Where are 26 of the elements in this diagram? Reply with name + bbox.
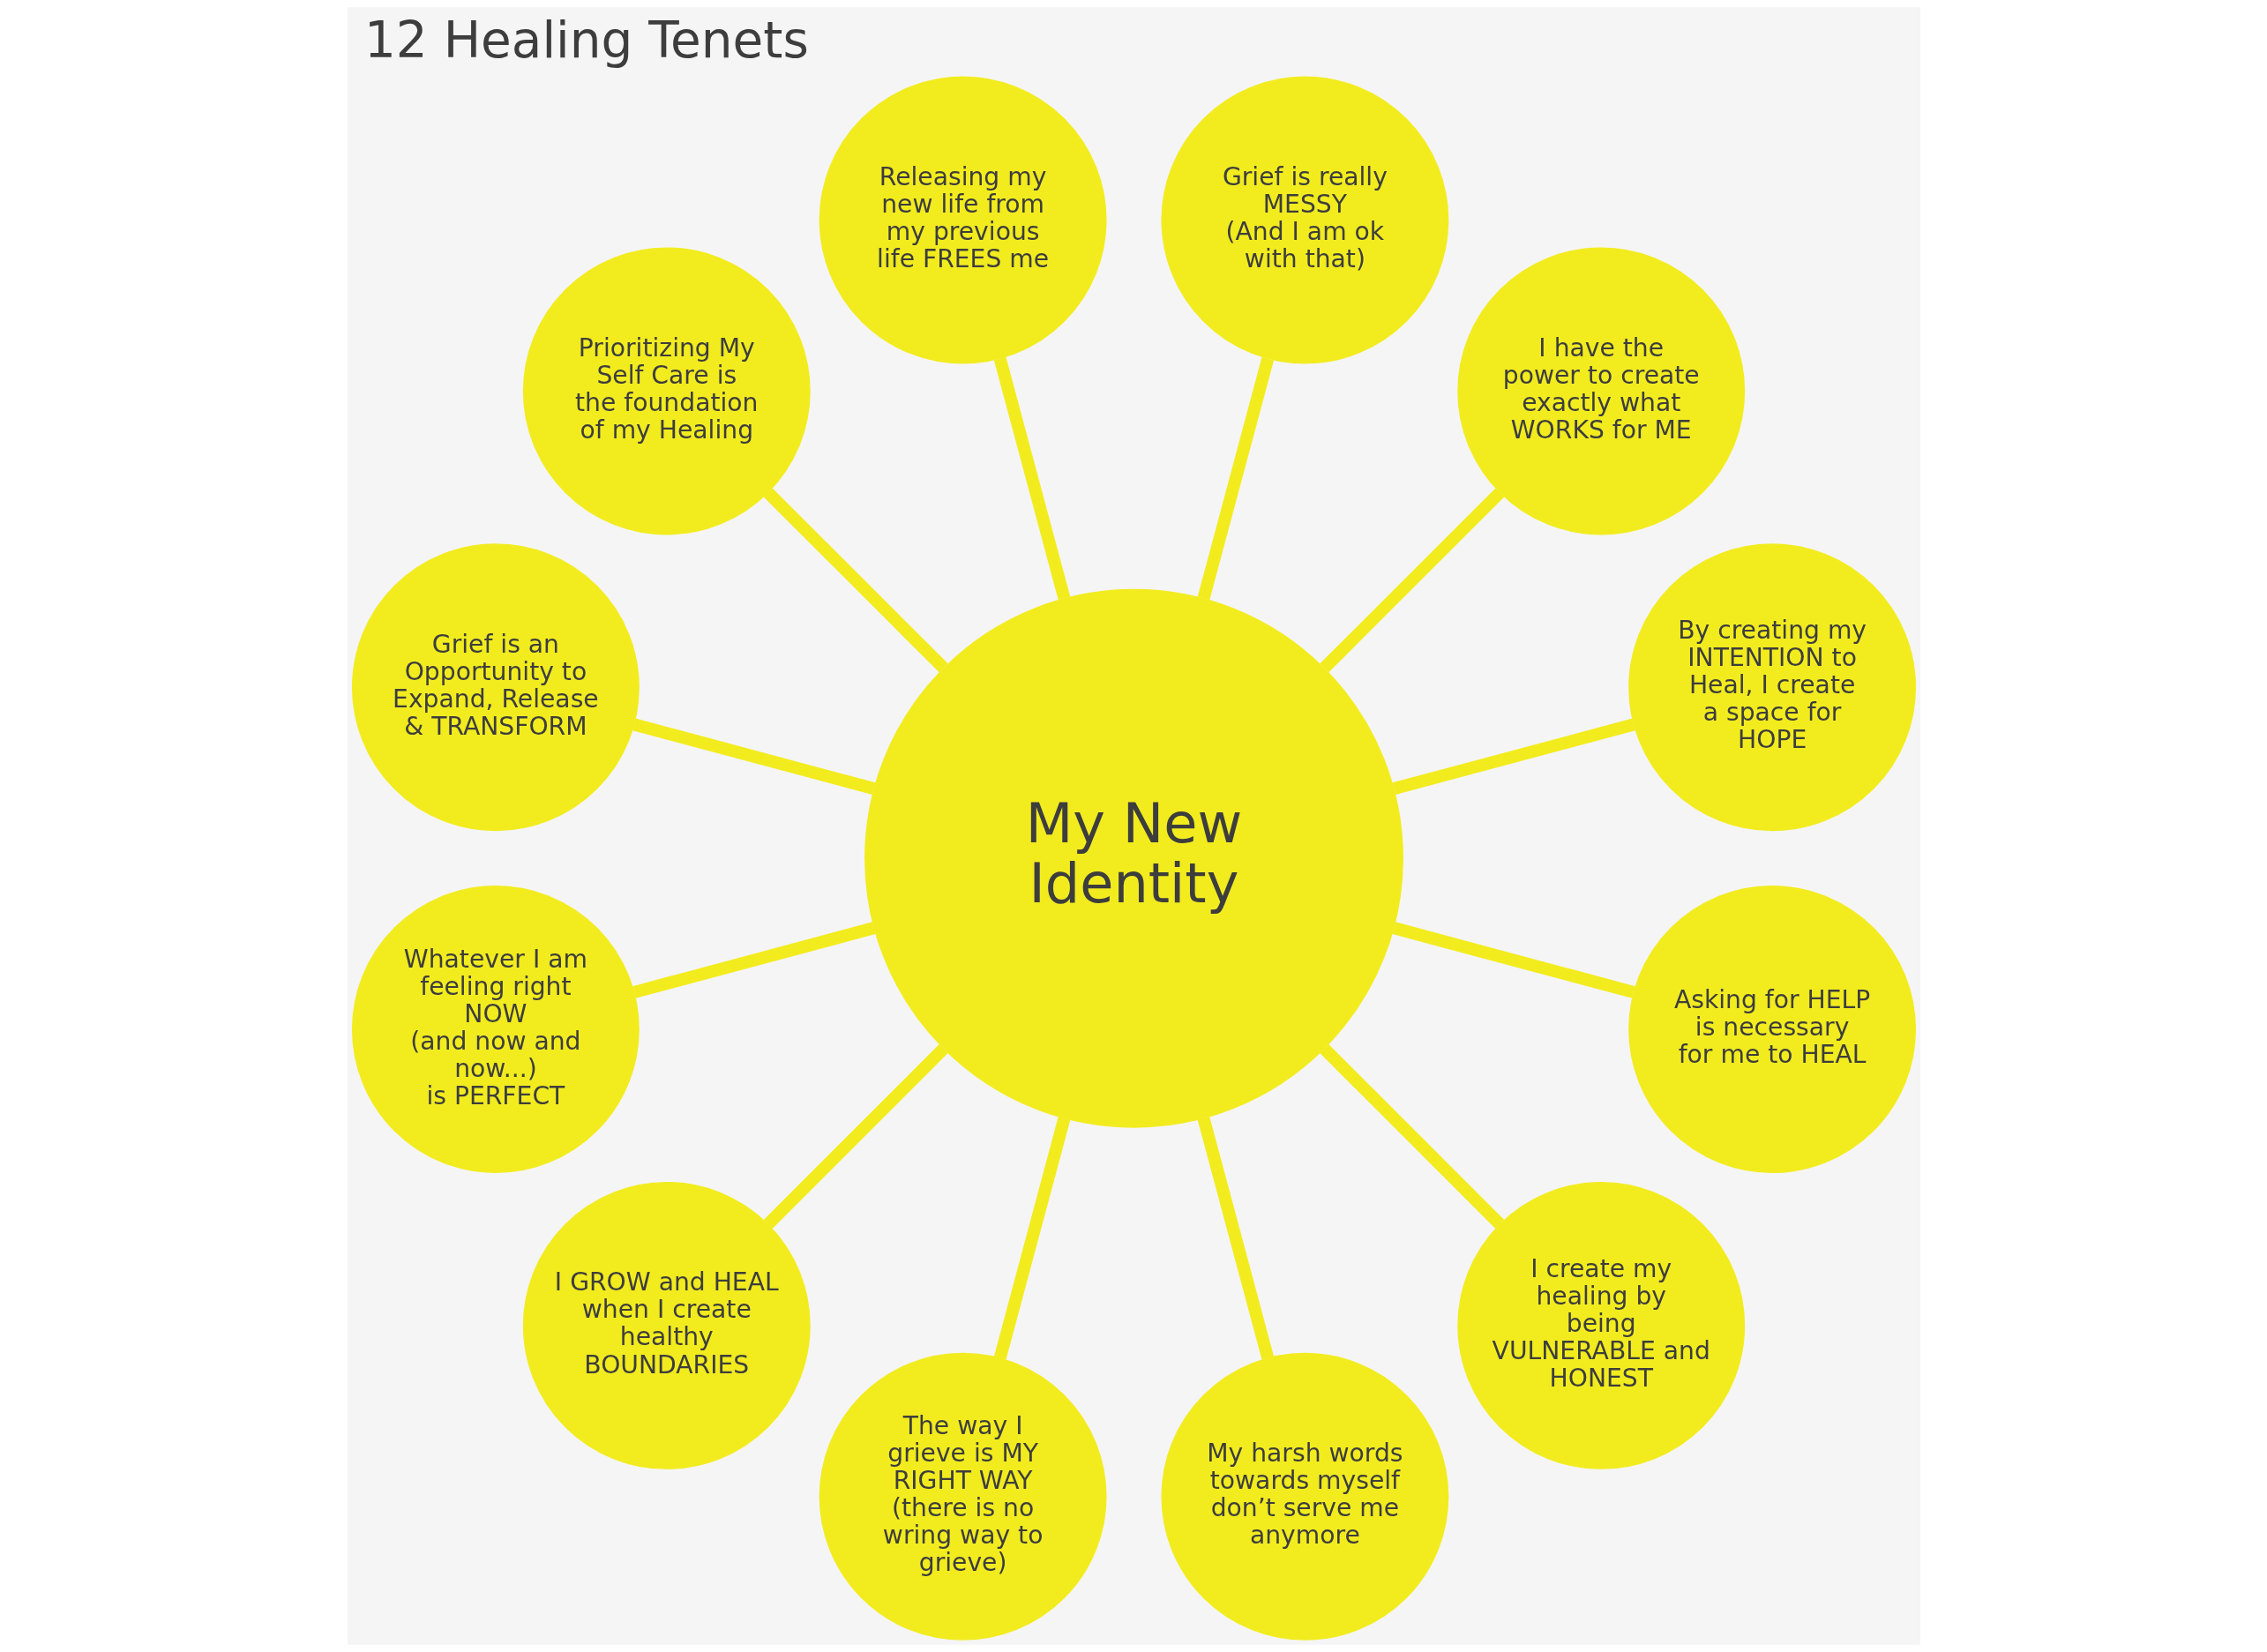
- node-circle: Grief is an Opportunity to Expand, Release & TRANSFORM: [351, 543, 640, 832]
- node-circle: Asking for HELP is necessary for me to HEAL: [1627, 886, 1916, 1174]
- node-circle: Whatever I am feeling right NOW (and now and now...) is PERFECT: [351, 886, 640, 1174]
- node-circle: The way I grieve is MY RIGHT WAY (there is no wring way to grieve): [819, 1352, 1107, 1641]
- connector: [763, 488, 948, 673]
- connector: [1197, 356, 1274, 601]
- node-circle: I have the power to create exactly what WORKS for ME: [1456, 247, 1745, 535]
- connector: [1319, 1044, 1504, 1229]
- connector: [1197, 1117, 1274, 1360]
- connector: [1319, 488, 1504, 673]
- connector: [993, 1117, 1070, 1360]
- node-circle: My New Identity: [864, 588, 1403, 1128]
- connector: [1392, 922, 1635, 998]
- connector: [632, 922, 875, 998]
- connector: [632, 718, 875, 795]
- node-circle: My harsh words towards myself don’t serve me anymore: [1160, 1352, 1448, 1641]
- connector: [993, 356, 1070, 601]
- connector: [763, 1044, 948, 1229]
- node-circle: I create my healing by being VULNERABLE and HONEST: [1456, 1181, 1745, 1469]
- diagram-title: 12 Healing Tenets: [363, 11, 809, 69]
- node-circle: Prioritizing My Self Care is the foundation of my Healing: [522, 247, 811, 535]
- node-circle: By creating my INTENTION to Heal, I create a space for HOPE: [1627, 543, 1916, 832]
- node-circle: I GROW and HEAL when I create healthy BOUNDARIES: [522, 1181, 811, 1469]
- connector: [1392, 718, 1635, 795]
- node-circle: Releasing my new life from my previous life FREES me: [819, 76, 1107, 364]
- node-circle: Grief is really MESSY (And I am ok with that): [1160, 76, 1448, 364]
